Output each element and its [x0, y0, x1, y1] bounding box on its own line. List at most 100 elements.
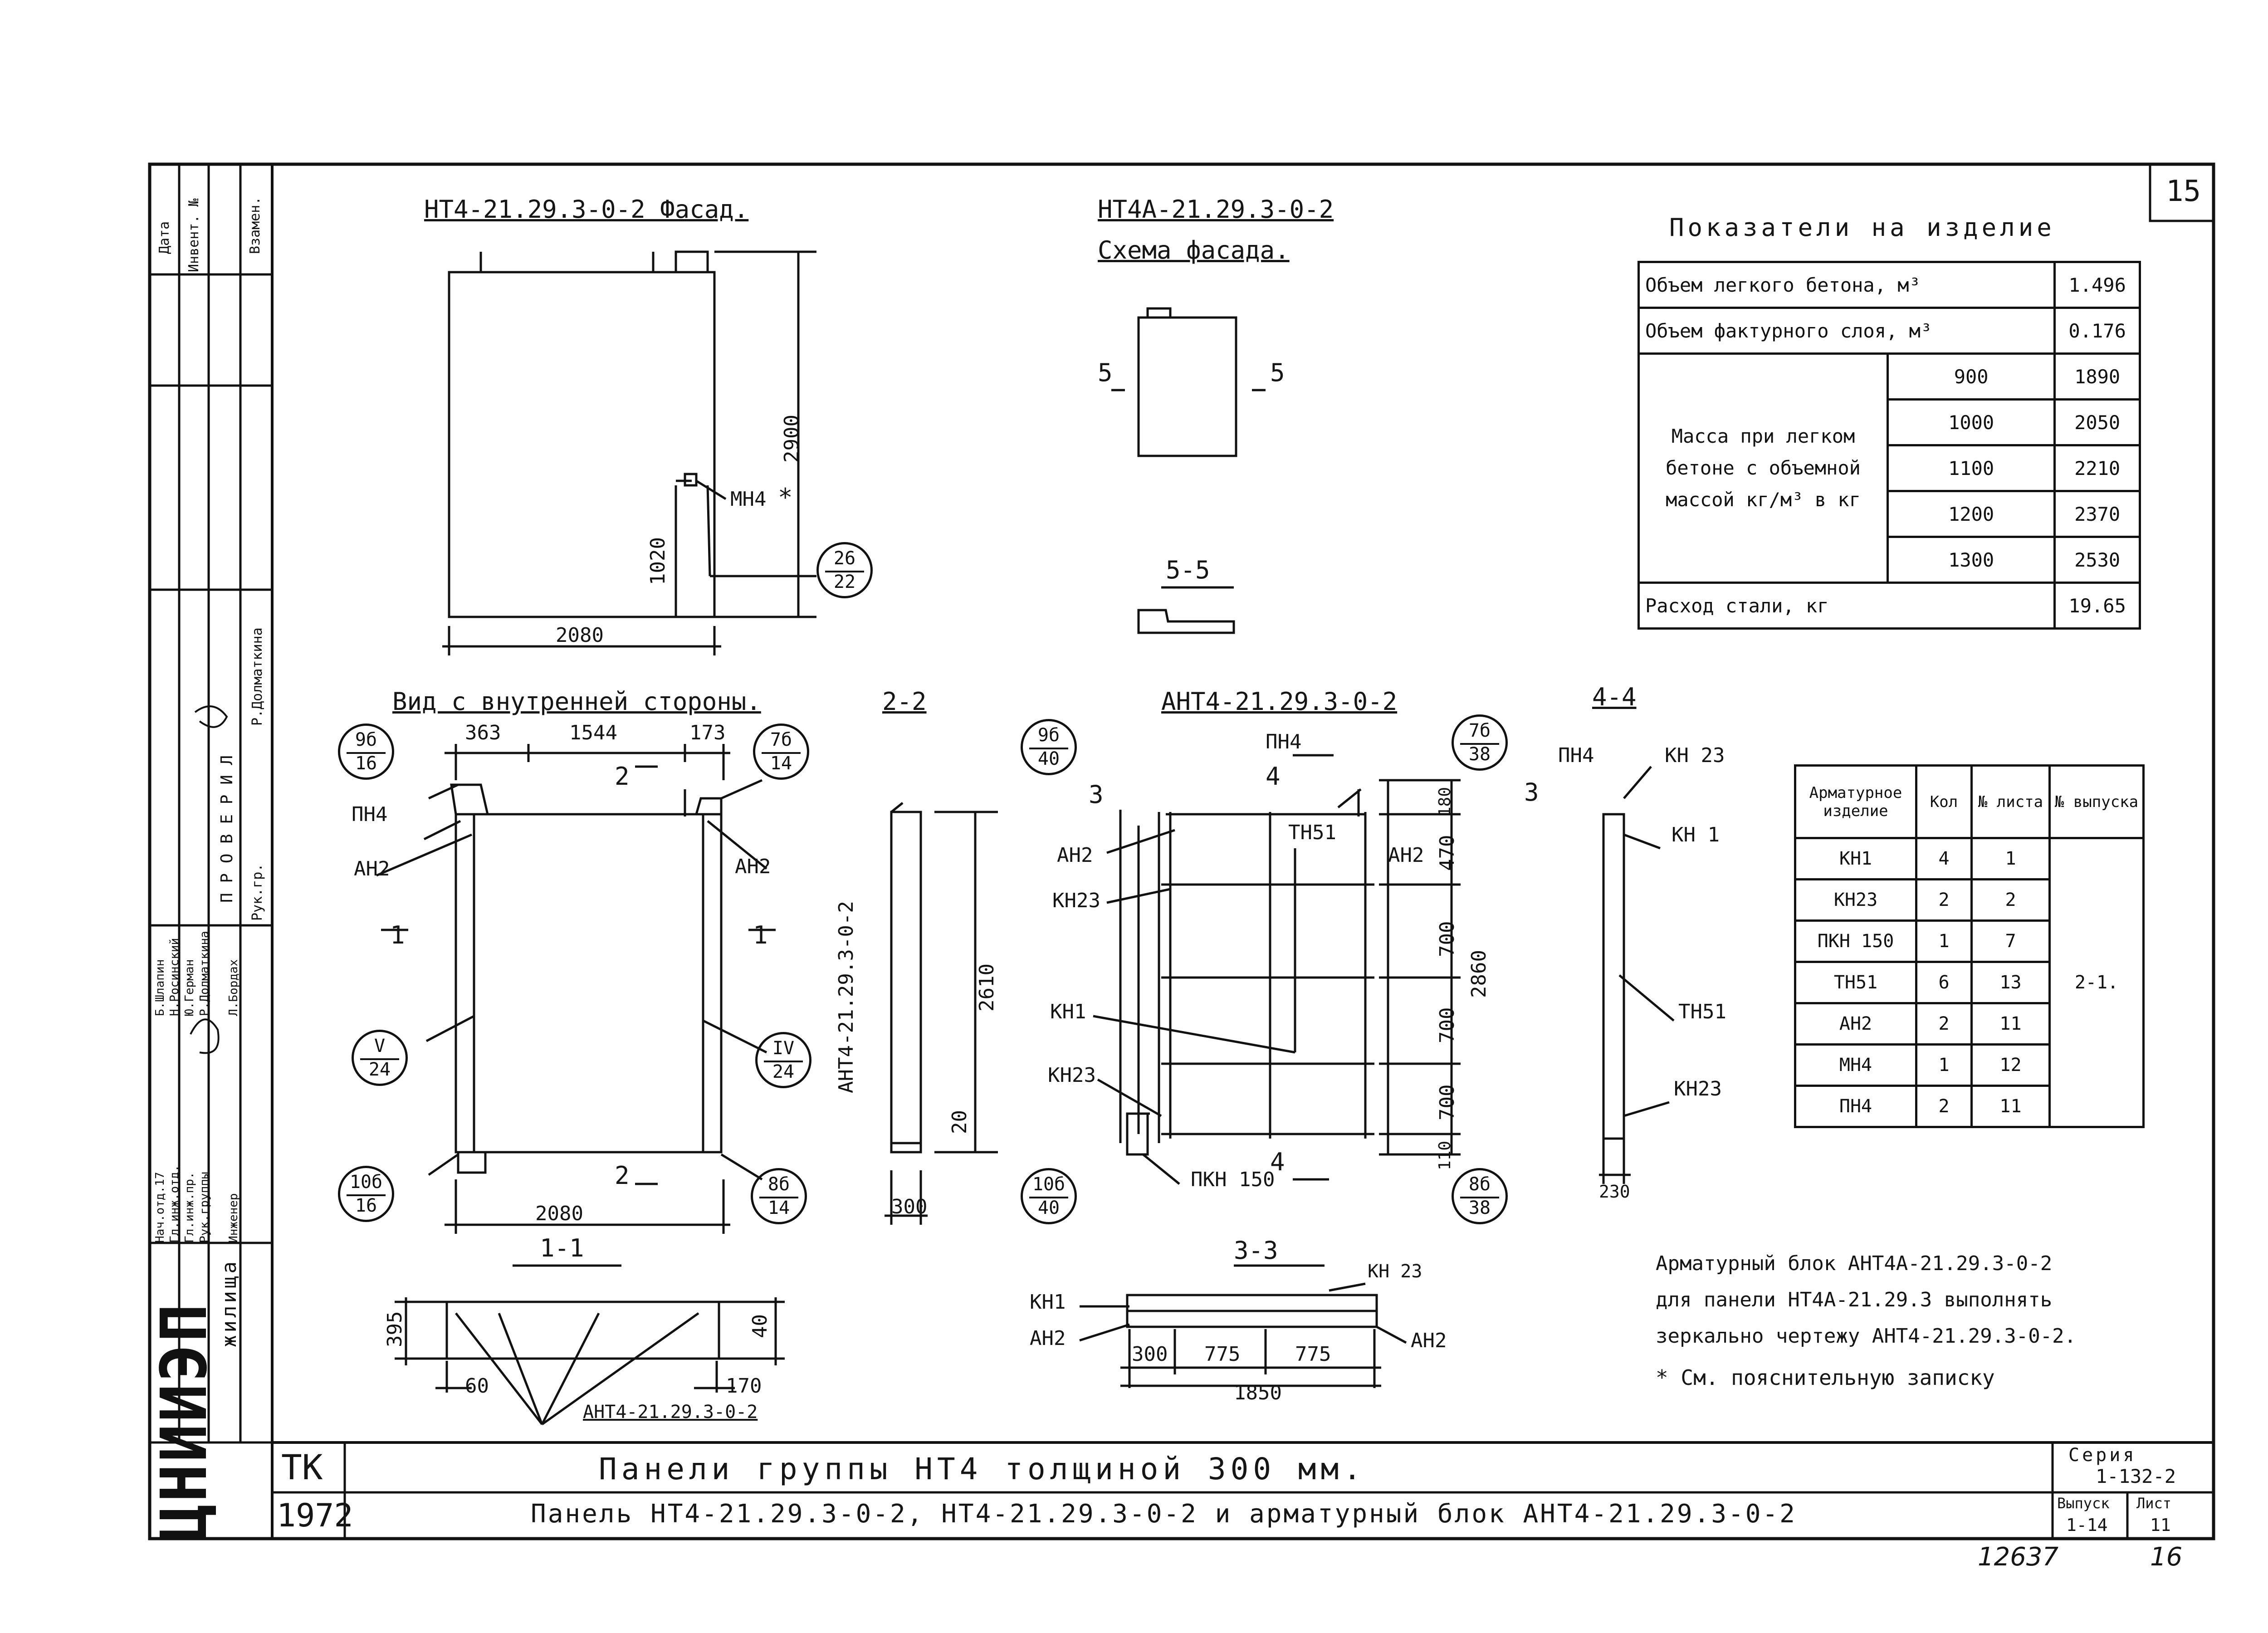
indicators-title: Показатели на изделие — [1669, 213, 2055, 242]
org-logo-sub: жилища — [218, 1259, 241, 1347]
side-ruk-gr: Рук.гр. — [249, 863, 265, 921]
side-vzamen: Взамен. — [247, 196, 263, 254]
callout-num: V — [374, 1036, 386, 1056]
callout-den: 14 — [767, 1198, 790, 1218]
dim-363: 363 — [465, 721, 501, 744]
note-line-4: * См. пояснительную записку — [1656, 1365, 1995, 1390]
arm-sheet-1: 2 — [1970, 878, 2051, 922]
org-logo: ЦНИИЭП — [147, 1302, 221, 1542]
dim-775-a: 775 — [1204, 1343, 1241, 1366]
indicators-table: Объем легкого бетона, м³ 1.496 Объем фак… — [1637, 261, 2141, 630]
stamp-series-label: Серия — [2068, 1445, 2137, 1466]
callout-num: 10б — [1032, 1174, 1066, 1195]
callout-num: 26 — [833, 548, 856, 569]
callout-num: 10б — [349, 1172, 383, 1193]
arm-issue: 2-1. — [2048, 837, 2145, 1128]
dim-1544: 1544 — [569, 721, 617, 744]
mark-kn23-4-4-top: КН 23 — [1665, 744, 1725, 767]
density-2: 1100 — [1886, 444, 2056, 492]
row-light-concrete-label: Объем легкого бетона, м³ — [1637, 261, 2056, 309]
side-name-4: Л.Бордах — [227, 959, 240, 1016]
callout-num: 9б — [1037, 725, 1060, 746]
cut-mark-2-bottom: 2 — [615, 1161, 630, 1190]
callout-den: 16 — [355, 1195, 377, 1216]
mass-3: 2370 — [2053, 490, 2141, 538]
mark-kn23-block-bottom: КН23 — [1048, 1064, 1096, 1087]
mark-kn1-4-4: КН 1 — [1672, 823, 1720, 846]
side-check: П Р О В Е Р И Л — [218, 755, 236, 903]
section-1-1-title: 1-1 — [540, 1234, 584, 1262]
callout-den: 38 — [1468, 1198, 1491, 1218]
arm-item-3: ТН51 — [1794, 961, 1917, 1004]
stamp-series-value: 1-132-2 — [2096, 1465, 2176, 1487]
mark-pkn150: ПКН 150 — [1191, 1168, 1275, 1191]
stamp-issue-value: 1-14 — [2066, 1515, 2108, 1535]
mark-pn4-4-4: ПН4 — [1558, 744, 1594, 767]
dim-110: 110 — [1436, 1140, 1454, 1170]
callout-den: 14 — [770, 753, 792, 774]
mass-0: 1890 — [2053, 352, 2141, 401]
side-role-2: Гл.инж.пр. — [183, 1172, 196, 1243]
cut-mark-1-left: 1 — [390, 921, 405, 949]
dim-2080-inner: 2080 — [535, 1202, 583, 1225]
arm-header-issue: № выпуска — [2048, 764, 2145, 839]
arm-qty-0: 4 — [1915, 837, 1973, 880]
section-1-1-mark: АНТ4-21.29.3-0-2 — [583, 1402, 758, 1423]
arm-block-title: АНТ4-21.29.3-0-2 — [1161, 687, 1398, 716]
side-role-1: Гл.инж.отд. — [168, 1164, 181, 1243]
dim-1850: 1850 — [1234, 1381, 1282, 1404]
side-dolmatkina: Р.Долматкина — [249, 627, 265, 726]
callout-num: IV — [772, 1038, 795, 1059]
arm-sheet-3: 13 — [1970, 961, 2051, 1004]
stamp-title-2: Панель НТ4-21.29.3-0-2, НТ4-21.29.3-0-2 … — [531, 1499, 1797, 1529]
dim-2900: 2900 — [780, 415, 803, 463]
mark-mn4: МН4 — [730, 488, 767, 511]
row-light-concrete-value: 1.496 — [2053, 261, 2141, 309]
section-2-2-title: 2-2 — [882, 687, 927, 716]
arm-qty-2: 1 — [1915, 919, 1973, 963]
cut-mark-3-left: 3 — [1089, 780, 1104, 809]
stamp-title-1: Панели группы НТ4 толщиной 300 мм. — [599, 1452, 1366, 1486]
section-5-5-title: 5-5 — [1166, 556, 1210, 584]
mass-2: 2210 — [2053, 444, 2141, 492]
cut-mark-5-right: 5 — [1270, 358, 1285, 387]
facade-title: НТ4-21.29.3-0-2 Фасад. — [424, 195, 749, 224]
mark-kn23-block-top: КН23 — [1052, 889, 1100, 912]
dim-20: 20 — [948, 1110, 971, 1134]
mark-pn4-block: ПН4 — [1266, 730, 1302, 753]
dim-470: 470 — [1436, 835, 1459, 871]
callout-num: 8б — [767, 1174, 790, 1195]
arm-sheet-5: 12 — [1970, 1043, 2051, 1087]
callout-den: 40 — [1037, 1198, 1060, 1218]
side-name-3: Р.Долматкина — [198, 931, 211, 1016]
callout-den: 16 — [355, 753, 377, 774]
sheet-number: 15 — [2166, 175, 2201, 208]
arm-qty-1: 2 — [1915, 878, 1973, 922]
note-line-3: зеркально чертежу АНТ4-21.29.3-0-2. — [1656, 1325, 2077, 1348]
mark-kn23-4-4-bottom: КН23 — [1674, 1077, 1722, 1100]
cut-mark-2-top: 2 — [615, 762, 630, 791]
mark-an2-3-3-right: АН2 — [1411, 1329, 1447, 1352]
dim-2860: 2860 — [1467, 950, 1491, 998]
cut-mark-4-top: 4 — [1266, 762, 1281, 791]
mark-kn1-3-3: КН1 — [1030, 1291, 1066, 1314]
dim-173: 173 — [689, 721, 726, 744]
side-name-2: Ю.Герман — [183, 959, 196, 1016]
callout-den: 40 — [1037, 748, 1060, 769]
dim-700-c: 700 — [1436, 1084, 1459, 1120]
row-texture-layer-value: 0.176 — [2053, 307, 2141, 355]
mark-kn23-3-3: КН 23 — [1368, 1261, 1422, 1282]
stamp-year: 1972 — [277, 1497, 353, 1534]
stamp-sheet-value: 11 — [2150, 1515, 2171, 1535]
arm-qty-6: 2 — [1915, 1085, 1973, 1128]
stamp-tk: ТК — [281, 1447, 323, 1487]
density-4: 1300 — [1886, 536, 2056, 584]
callout-num: 9б — [355, 729, 377, 750]
